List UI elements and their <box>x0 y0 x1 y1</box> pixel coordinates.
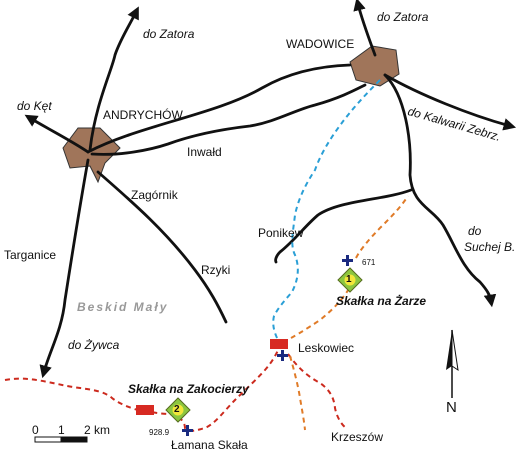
scale-bar <box>34 436 88 443</box>
label-zator-right: do Zatora <box>377 10 429 24</box>
label-leskowiec: Leskowiec <box>298 341 355 355</box>
label-skalka-na-zarze: Skałka na Żarze <box>336 294 427 308</box>
marker-2-number: 2 <box>174 404 180 415</box>
label-ket: do Kęt <box>17 99 52 113</box>
label-zywca: do Żywca <box>68 338 120 352</box>
church-zar <box>342 255 353 266</box>
crag-marker-2 <box>165 397 191 423</box>
leskowiec-shelter <box>270 339 288 349</box>
crag-marker-1 <box>337 267 363 293</box>
label-wadowice: WADOWICE <box>286 37 355 51</box>
road-inwald <box>90 83 367 156</box>
label-zagornik: Zagórnik <box>131 188 178 202</box>
road-to-kalwarii <box>383 73 517 131</box>
label-krzeszow: Krzeszów <box>331 430 384 444</box>
church-leskowiec <box>277 350 288 361</box>
road-to-zator-left <box>88 6 139 152</box>
label-elevation-671: 671 <box>362 258 376 267</box>
road-rzyki <box>96 170 228 324</box>
north-arrow-icon <box>446 329 459 398</box>
label-inwald: Inwałd <box>187 145 222 159</box>
label-suchej-2: Suchej B. <box>464 240 516 254</box>
roads <box>24 0 517 379</box>
label-north: N <box>446 399 457 416</box>
road-to-zator-right <box>353 0 377 57</box>
trail-orange-krzeszow <box>289 355 306 431</box>
road-to-suchej <box>383 73 497 308</box>
road-andrychow-wadowice <box>86 63 352 154</box>
label-suchej-1: do <box>468 224 482 238</box>
label-beskid-maly: Beskid Mały <box>77 300 169 314</box>
scale-tick-1: 1 <box>58 423 65 437</box>
label-ponikew: Ponikew <box>258 226 304 240</box>
label-lamana-skala: Łamana Skała <box>171 438 248 452</box>
trail-red-south <box>287 353 347 429</box>
road-to-zywca <box>39 158 90 379</box>
road-to-ket <box>24 114 90 154</box>
scale-tick-0: 0 <box>32 423 39 437</box>
road-ponikew <box>274 188 413 264</box>
label-zator-left: do Zatora <box>143 27 195 41</box>
church-lamana-skala <box>182 425 193 436</box>
marker-1-number: 1 <box>346 274 352 285</box>
label-elevation-928: 928.9 <box>149 428 170 437</box>
label-skalka-na-zakocierzy: Skałka na Zakocierzy <box>128 382 249 396</box>
river <box>272 79 381 341</box>
zakocierz-shelter <box>136 405 154 415</box>
label-rzyki: Rzyki <box>201 263 231 277</box>
label-targanice: Targanice <box>4 248 57 262</box>
trail-orange-zar-upper <box>355 195 409 259</box>
label-andrychow: ANDRYCHÓW <box>103 108 183 122</box>
scale-tick-2: 2 km <box>84 423 111 437</box>
